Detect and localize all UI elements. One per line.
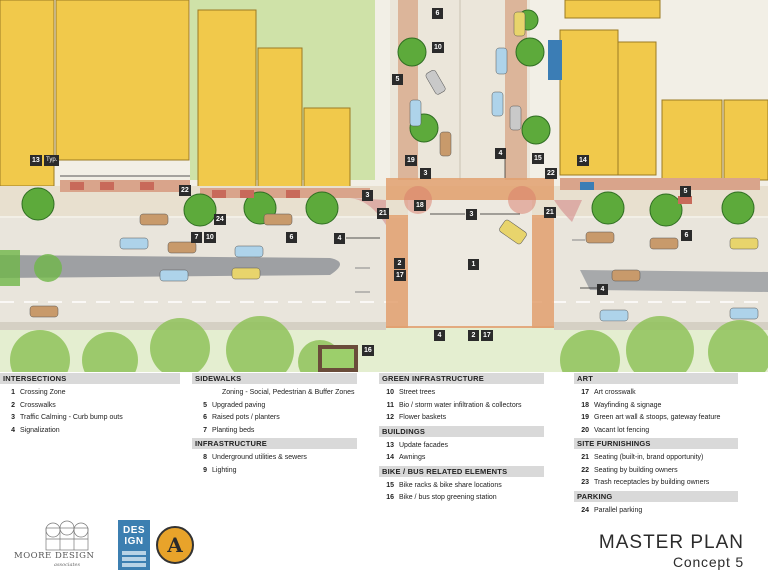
design-logo-bar bbox=[122, 551, 146, 555]
footer: MOORE DESIGN associates DES IGN A MASTER… bbox=[0, 512, 768, 576]
design-logo: DES IGN bbox=[118, 520, 150, 570]
crosswalk-east bbox=[532, 215, 554, 345]
a-seal-letter: A bbox=[167, 533, 183, 557]
design-logo-bar bbox=[122, 563, 146, 567]
plan-marker-14: 14 bbox=[577, 155, 589, 166]
moore-design-name: MOORE DESIGN bbox=[14, 551, 95, 561]
plan-marker-21b: 21 bbox=[544, 207, 556, 218]
legend-heading-parking: PARKING bbox=[574, 490, 738, 502]
plan-marker-22: 22 bbox=[545, 168, 557, 179]
plan-marker-22b: 22 bbox=[179, 185, 191, 196]
bottom-trees bbox=[10, 316, 768, 372]
design-logo-line2: IGN bbox=[124, 536, 144, 547]
legend-col-sidewalks: SIDEWALKS Zoning - Social, Pedestrian & … bbox=[192, 372, 357, 477]
plan-marker-13: 13 bbox=[30, 155, 42, 166]
plan-marker-1: 1 bbox=[468, 259, 479, 270]
plan-marker-4b: 4 bbox=[334, 233, 345, 244]
design-logo-bar bbox=[122, 557, 146, 561]
plan-marker-6c: 6 bbox=[681, 230, 692, 241]
tree-logo-icon bbox=[45, 520, 89, 551]
moore-design-logo: MOORE DESIGN associates bbox=[14, 520, 102, 570]
site-plan-drawing bbox=[0, 0, 768, 372]
buildings-northeast bbox=[548, 0, 768, 181]
page-title: MASTER PLAN bbox=[598, 532, 744, 553]
plan-marker-2b: 2 bbox=[468, 330, 479, 341]
design-logo-line1: DES bbox=[122, 525, 146, 536]
street-trees bbox=[21, 9, 755, 227]
plan-marker-10: 10 bbox=[432, 42, 444, 53]
plan-marker-4d: 4 bbox=[434, 330, 445, 341]
legend-heading-sidewalks: SIDEWALKS bbox=[192, 373, 357, 384]
lane-arrows bbox=[355, 239, 585, 293]
plan-marker-4: 4 bbox=[495, 148, 506, 159]
plan-marker-6b: 6 bbox=[286, 232, 297, 243]
a-seal-logo: A bbox=[156, 526, 194, 564]
plan-marker-24: 24 bbox=[214, 214, 226, 225]
plan-marker-17b: 17 bbox=[481, 330, 493, 341]
legend-heading-furnishings: SITE FURNISHINGS bbox=[574, 438, 738, 449]
plan-marker-4c: 4 bbox=[597, 284, 608, 295]
legend-heading-infrastructure: INFRASTRUCTURE bbox=[192, 438, 357, 449]
moore-design-sub: associates bbox=[54, 562, 81, 568]
plan-marker-16: 16 bbox=[362, 345, 374, 356]
plan-marker-10b: 10 bbox=[204, 232, 216, 243]
plan-marker-13-typ: Typ. bbox=[44, 155, 60, 166]
plan-marker-5b: 5 bbox=[680, 186, 691, 197]
plan-marker-3b: 3 bbox=[362, 190, 373, 201]
planters bbox=[70, 182, 692, 204]
plan-marker-17: 17 bbox=[394, 270, 406, 281]
legend-heading-buildings: BUILDINGS bbox=[379, 425, 544, 437]
plan-marker-21: 21 bbox=[377, 208, 389, 219]
site-plan: 6 10 5 13 Typ. 4 19 3 15 22 14 22 3 5 21… bbox=[0, 0, 768, 372]
plan-marker-6: 6 bbox=[432, 8, 443, 19]
legend-heading-bike: BIKE / BUS RELATED ELEMENTS bbox=[379, 465, 544, 477]
plan-marker-15: 15 bbox=[532, 153, 544, 164]
legend-heading-green: GREEN INFRASTRUCTURE bbox=[379, 373, 544, 384]
plan-marker-3c: 3 bbox=[466, 209, 477, 220]
legend-heading-intersections: INTERSECTIONS bbox=[0, 373, 180, 384]
plan-marker-2: 2 bbox=[394, 258, 405, 269]
plan-marker-3: 3 bbox=[420, 168, 431, 179]
page-subtitle: Concept 5 bbox=[672, 554, 744, 570]
parked-cars bbox=[29, 11, 759, 322]
legend-item-zoning: Zoning - Social, Pedestrian & Buffer Zon… bbox=[222, 389, 355, 396]
plan-marker-7: 7 bbox=[191, 232, 202, 243]
legend-heading-art: ART bbox=[574, 373, 738, 384]
plan-marker-18: 18 bbox=[414, 200, 426, 211]
plan-marker-5: 5 bbox=[392, 74, 403, 85]
plan-marker-19: 19 bbox=[405, 155, 417, 166]
